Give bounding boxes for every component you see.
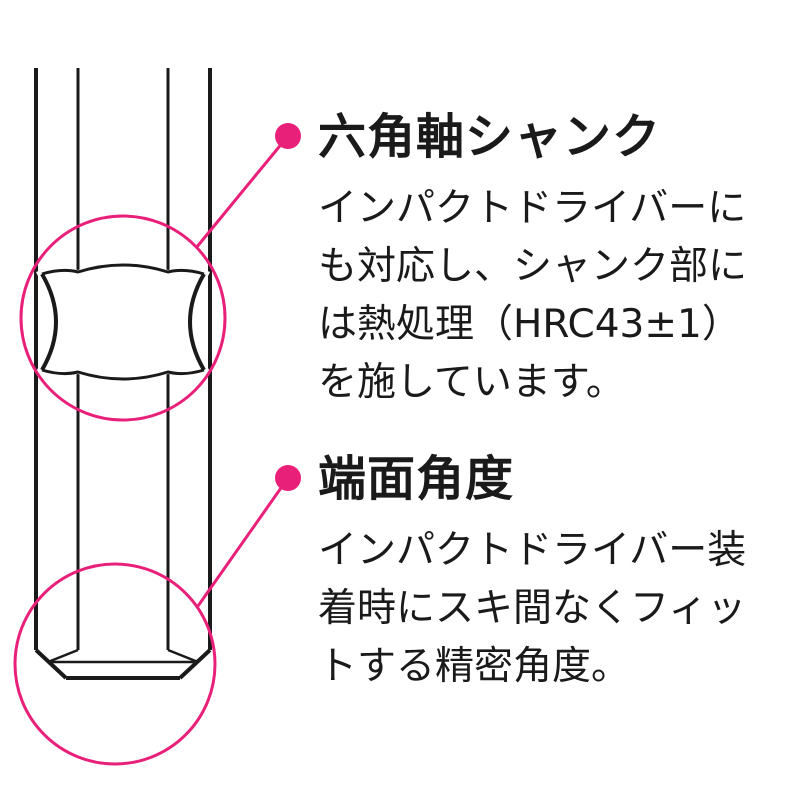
hex-groove-bottom-edge	[41, 368, 205, 381]
shank-outline	[34, 68, 212, 650]
description-line: インパクトドライバーに	[318, 186, 747, 231]
description-line: インパクトドライバー装	[318, 528, 747, 573]
description-line: 着時にスキ間なくフィッ	[318, 586, 747, 631]
description-line: は熱処理（HRC43±1）	[318, 302, 741, 347]
description-end-face-angle: インパクトドライバー装 着時にスキ間なくフィッ トする精密角度。	[318, 522, 746, 696]
hex-groove-right-curve	[188, 272, 206, 372]
leader-line-end-face	[196, 477, 290, 607]
magnify-circle-hex-shank	[19, 214, 227, 422]
leader-line-hex-shank	[194, 135, 290, 249]
description-line: を施しています。	[318, 360, 625, 405]
chamfer-facet-right	[167, 648, 199, 664]
callout-dot-hex-shank	[275, 123, 301, 149]
description-line: も対応し、シャンク部に	[318, 244, 748, 289]
heading-hex-shank: 六角軸シャンク	[318, 109, 662, 165]
hex-groove-section	[36, 263, 210, 381]
hex-groove-left-curve	[40, 272, 58, 372]
callout-dot-end-face	[275, 465, 301, 491]
chamfer-right	[178, 648, 212, 680]
hex-groove-fill	[36, 263, 210, 381]
chamfer-facet-left	[47, 648, 79, 664]
description-line: トする精密角度。	[318, 644, 631, 689]
magnify-circle-end-face	[13, 562, 217, 766]
hex-groove-top-edge	[41, 263, 205, 276]
callout-markers	[13, 123, 301, 766]
chamfer-left	[34, 648, 68, 680]
description-hex-shank: インパクトドライバーに も対応し、シャンク部に は熱処理（HRC43±1） を施…	[318, 180, 747, 412]
shank-chamfered-end	[34, 648, 212, 680]
heading-end-face-angle: 端面角度	[318, 451, 515, 507]
